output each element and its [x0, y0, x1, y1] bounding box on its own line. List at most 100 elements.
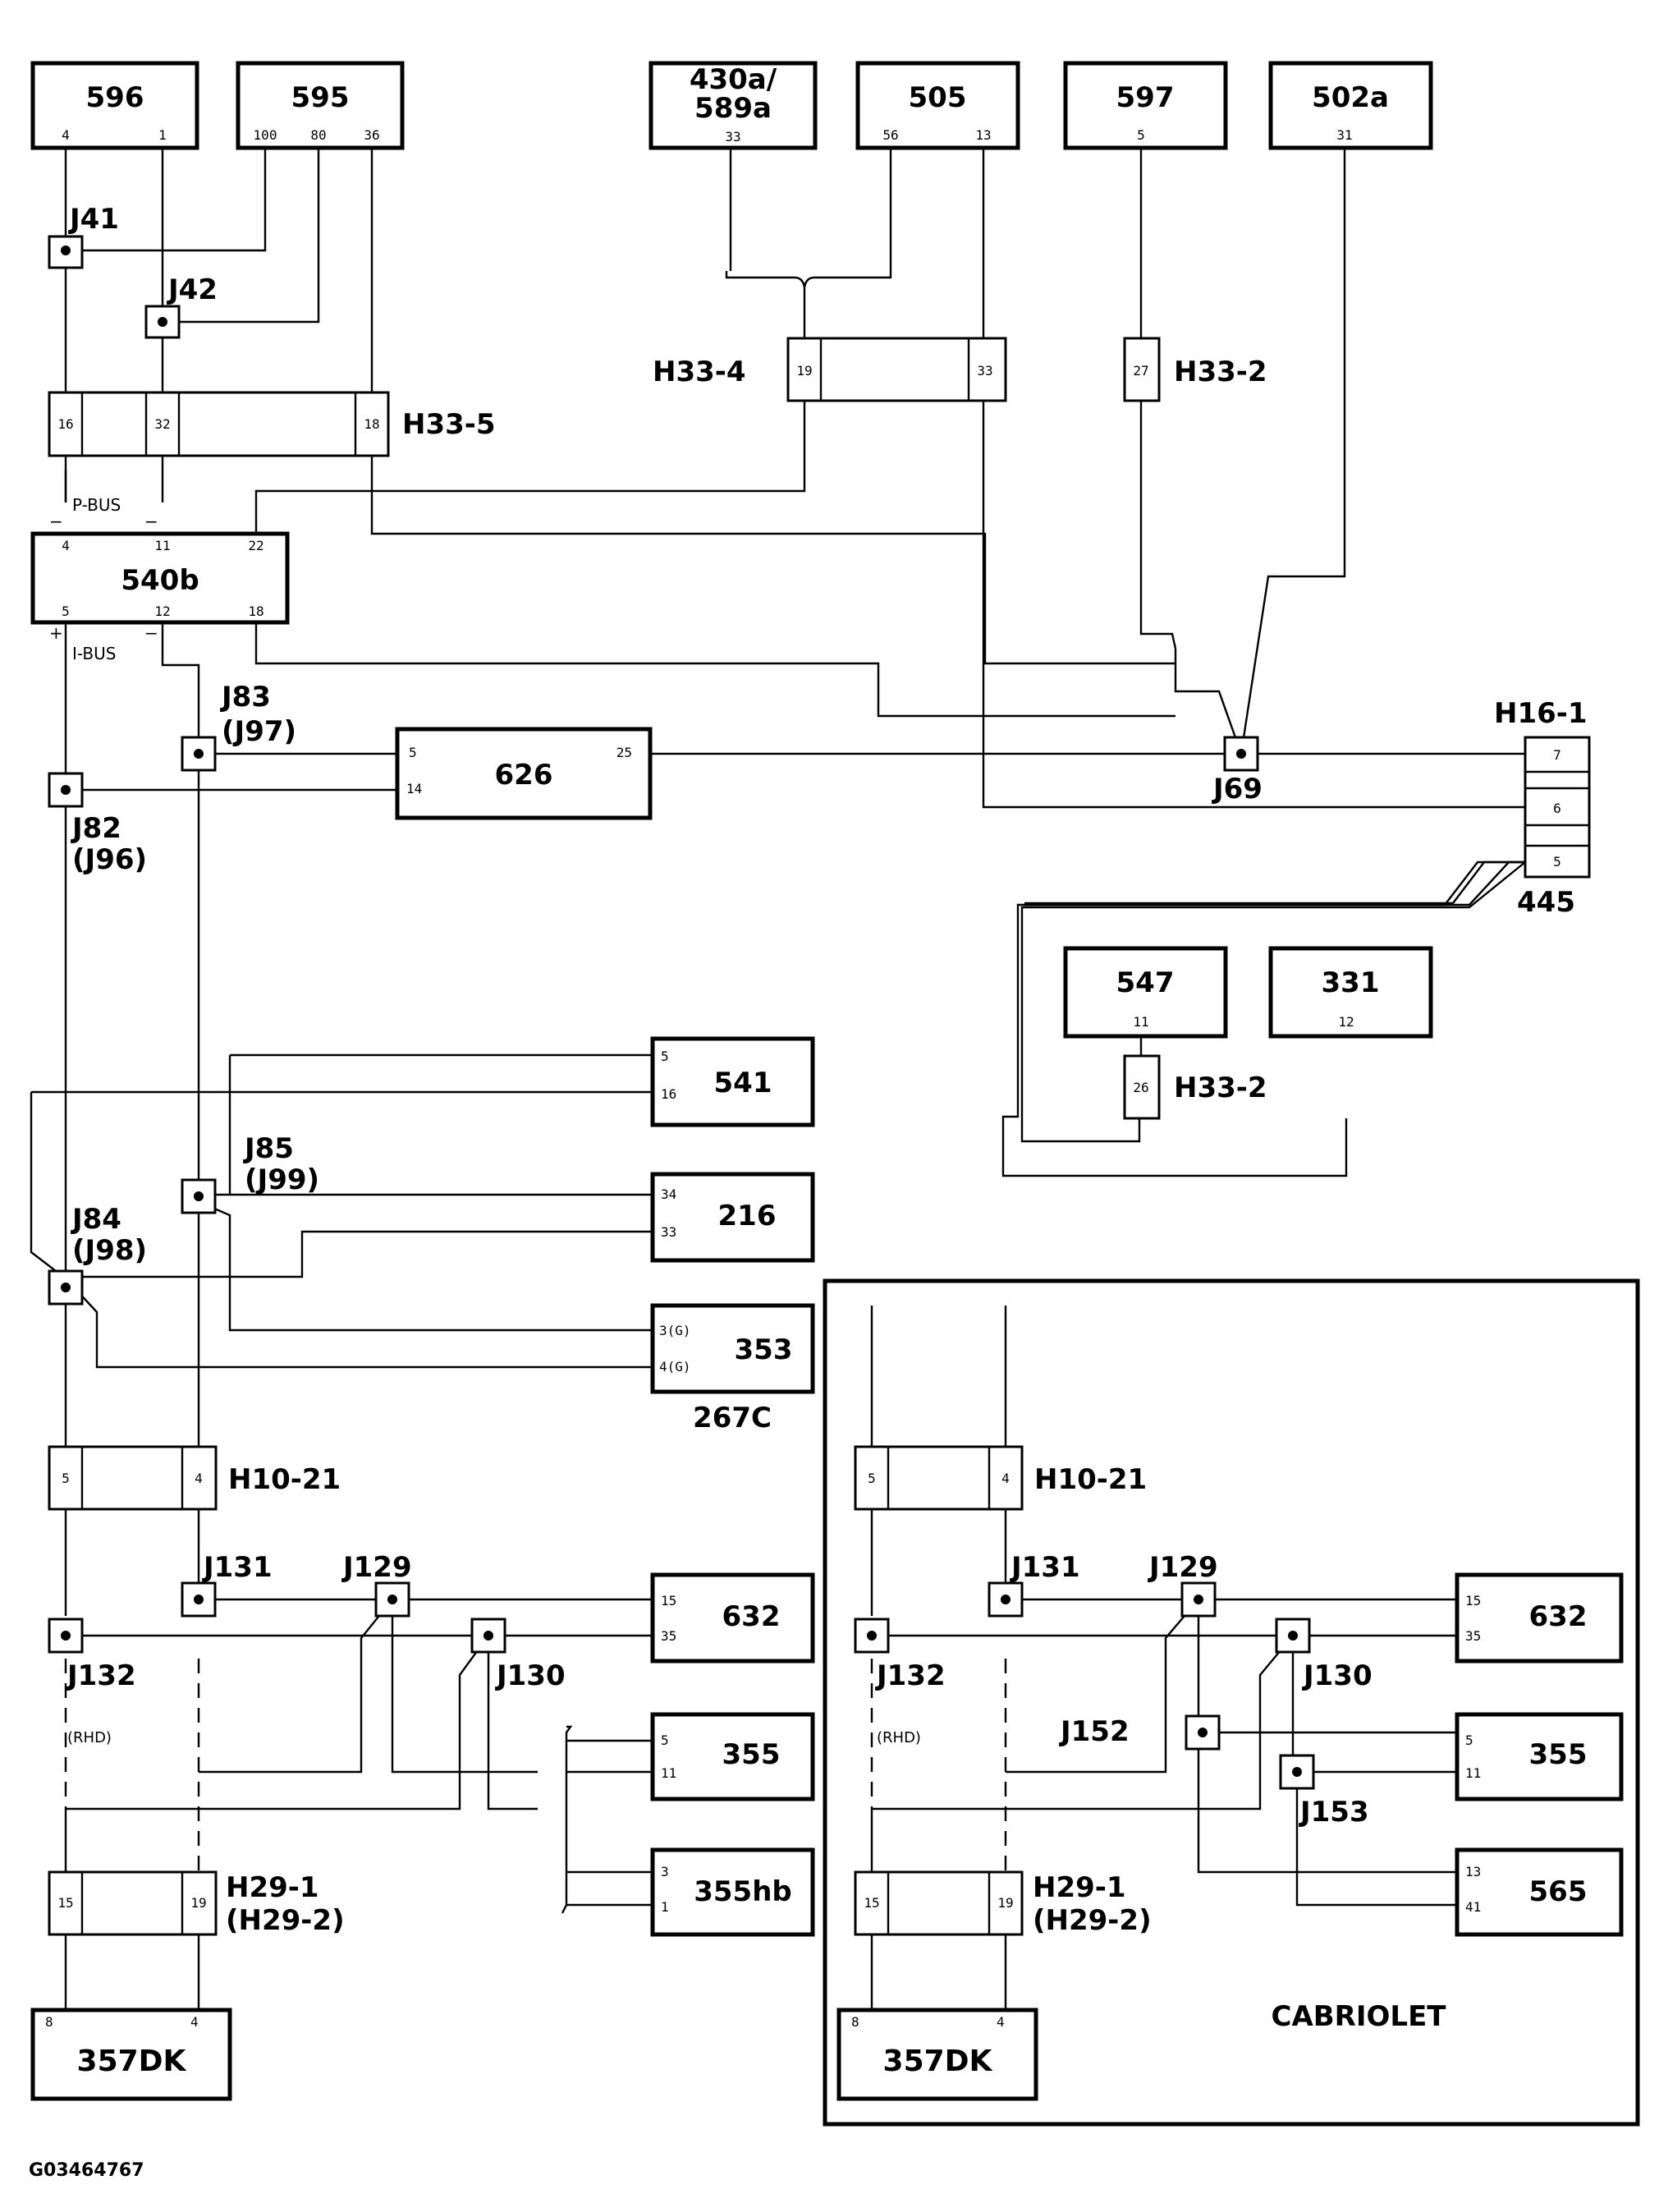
svg-text:(J96): (J96) [72, 843, 147, 876]
component-505: 505 56 13 [855, 61, 1020, 150]
svg-text:J130: J130 [495, 1659, 566, 1692]
svg-text:J130: J130 [1302, 1659, 1373, 1692]
svg-text:J152: J152 [1059, 1715, 1130, 1748]
svg-text:8: 8 [851, 2014, 859, 2030]
svg-text:357DK: 357DK [77, 2044, 187, 2078]
svg-text:22: 22 [248, 538, 264, 553]
cabriolet-label: CABRIOLET [1272, 2000, 1447, 2033]
component-595-label: 595 [291, 81, 350, 114]
component-597: 597 5 [1063, 61, 1228, 150]
component-353: 353 3(G) 4(G) [650, 1303, 815, 1394]
svg-text:33: 33 [661, 1224, 676, 1240]
svg-text:33: 33 [725, 129, 740, 145]
svg-text:100: 100 [254, 127, 277, 143]
svg-text:18: 18 [364, 416, 379, 432]
svg-text:430a/: 430a/ [690, 63, 777, 96]
connector-h33-2-top: 27 H33-2 [1123, 337, 1267, 402]
component-331: 331 12 [1268, 946, 1433, 1039]
svg-text:14: 14 [406, 781, 422, 796]
connector-h33-4: 19 33 H33-4 [653, 337, 1007, 402]
svg-text:355: 355 [1529, 1738, 1588, 1771]
svg-text:26: 26 [1133, 1080, 1148, 1095]
svg-text:4: 4 [62, 127, 70, 143]
svg-text:J42: J42 [167, 273, 218, 306]
svg-text:19: 19 [190, 1895, 206, 1911]
svg-text:41: 41 [1465, 1899, 1481, 1915]
svg-text:357DK: 357DK [883, 2044, 993, 2078]
svg-text:32: 32 [154, 416, 170, 432]
svg-text:16: 16 [57, 416, 73, 432]
component-267c-label: 267C [693, 1402, 772, 1434]
svg-text:J129: J129 [1148, 1551, 1218, 1584]
svg-text:H33-5: H33-5 [402, 408, 496, 441]
svg-text:80: 80 [310, 127, 326, 143]
svg-text:8: 8 [45, 2014, 53, 2030]
wires [30, 146, 1526, 2010]
connector-h29-1-cab: 15 19 H29-1 (H29-2) [854, 1870, 1152, 1937]
component-541: 541 5 16 [650, 1036, 815, 1127]
svg-text:−: − [144, 623, 158, 643]
svg-text:11: 11 [154, 538, 170, 553]
svg-text:11: 11 [661, 1765, 676, 1781]
svg-text:5: 5 [62, 1471, 70, 1486]
svg-text:4: 4 [997, 2014, 1005, 2030]
svg-text:19: 19 [997, 1895, 1013, 1911]
component-357dk-cab: 357DK 8 4 [836, 2008, 1038, 2101]
svg-text:J131: J131 [1010, 1551, 1080, 1584]
svg-text:4(G): 4(G) [659, 1359, 691, 1374]
component-565: 565 13 41 [1455, 1847, 1624, 1937]
connector-h33-2-lower: 26 H33-2 [1123, 1054, 1267, 1120]
svg-text:J132: J132 [66, 1659, 136, 1692]
svg-text:5: 5 [1553, 854, 1561, 870]
svg-text:505: 505 [909, 81, 967, 114]
svg-text:15: 15 [57, 1895, 73, 1911]
svg-text:5: 5 [62, 603, 70, 619]
svg-text:H29-1: H29-1 [226, 1871, 319, 1904]
svg-text:(J99): (J99) [245, 1163, 319, 1196]
svg-text:1: 1 [158, 127, 167, 143]
svg-text:13: 13 [975, 127, 991, 143]
svg-text:(RHD): (RHD) [67, 1729, 112, 1746]
svg-text:J41: J41 [68, 203, 119, 236]
svg-text:J69: J69 [1212, 773, 1263, 805]
svg-text:(H29-2): (H29-2) [1033, 1904, 1152, 1937]
svg-text:353: 353 [735, 1333, 793, 1366]
svg-text:15: 15 [661, 1593, 676, 1609]
svg-text:6: 6 [1553, 801, 1561, 816]
figure-code: G03464767 [29, 2160, 144, 2181]
i-bus-label: I-BUS [72, 644, 116, 663]
svg-text:J82: J82 [71, 812, 121, 845]
svg-text:−: − [49, 512, 63, 531]
svg-text:H16-1: H16-1 [1494, 697, 1588, 730]
svg-text:4: 4 [62, 538, 70, 553]
svg-text:35: 35 [661, 1628, 676, 1644]
svg-text:4: 4 [1001, 1471, 1010, 1486]
svg-text:31: 31 [1336, 127, 1352, 143]
svg-text:35: 35 [1465, 1628, 1481, 1644]
svg-text:3(G): 3(G) [659, 1323, 691, 1338]
junctions: J41 J42 J83 (J97) J82 (J96) J69 J85 (J99… [48, 203, 1373, 1829]
svg-text:36: 36 [364, 127, 379, 143]
svg-text:16: 16 [661, 1086, 676, 1102]
svg-text:547: 547 [1116, 966, 1175, 999]
svg-text:597: 597 [1116, 81, 1175, 114]
svg-text:J153: J153 [1299, 1796, 1369, 1829]
connector-h16-1: 7 6 5 H16-1 445 [1494, 697, 1591, 919]
svg-text:11: 11 [1133, 1014, 1148, 1030]
svg-text:H10-21: H10-21 [1034, 1463, 1147, 1496]
svg-text:33: 33 [977, 363, 992, 379]
connector-h10-21-left: 5 4 H10-21 [48, 1445, 341, 1511]
svg-text:12: 12 [154, 603, 170, 619]
svg-text:5: 5 [868, 1471, 876, 1486]
svg-text:565: 565 [1529, 1875, 1588, 1908]
svg-text:445: 445 [1517, 886, 1575, 919]
svg-text:12: 12 [1338, 1014, 1354, 1030]
svg-text:7: 7 [1553, 747, 1561, 763]
component-357dk-left: 357DK 8 4 [30, 2008, 232, 2101]
svg-text:216: 216 [718, 1200, 777, 1232]
svg-text:331: 331 [1322, 966, 1380, 999]
connector-h33-5: 16 32 18 H33-5 [48, 391, 496, 457]
svg-text:(J97): (J97) [222, 715, 296, 748]
component-502a: 502a 31 [1268, 61, 1433, 150]
component-595: 595 100 80 36 [236, 61, 405, 150]
